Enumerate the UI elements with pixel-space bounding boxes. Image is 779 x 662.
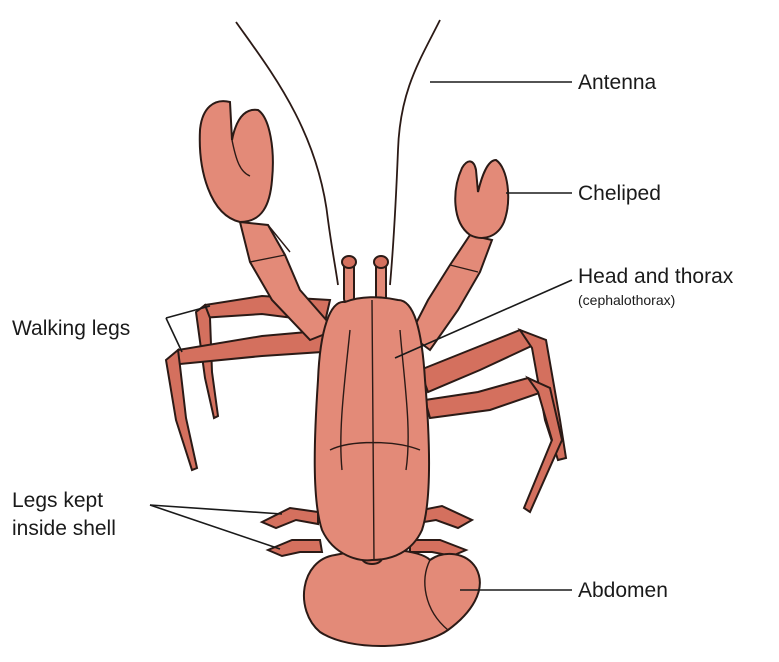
label-abdomen: Abdomen xyxy=(578,579,668,602)
right-cheliped xyxy=(410,160,508,350)
label-legs-kept-line1: Legs kept xyxy=(12,489,103,512)
label-head-thorax-sub: (cephalothorax) xyxy=(578,292,675,308)
crab-illustration xyxy=(166,20,566,646)
right-walking-legs xyxy=(420,330,566,512)
label-walking-legs: Walking legs xyxy=(12,317,130,340)
right-antenna xyxy=(390,20,440,285)
legs-kept-leader-lower xyxy=(150,505,280,549)
walking-legs-leader-lower xyxy=(166,318,182,352)
label-cheliped: Cheliped xyxy=(578,182,661,205)
label-antenna: Antenna xyxy=(578,71,657,94)
label-head-thorax: Head and thorax xyxy=(578,265,734,288)
label-legs-kept-line2: inside shell xyxy=(12,517,116,540)
cephalothorax-shape xyxy=(315,297,429,560)
abdomen-shape xyxy=(304,550,480,646)
legs-kept-leader-upper xyxy=(150,505,282,514)
eye-stalks xyxy=(342,256,388,302)
